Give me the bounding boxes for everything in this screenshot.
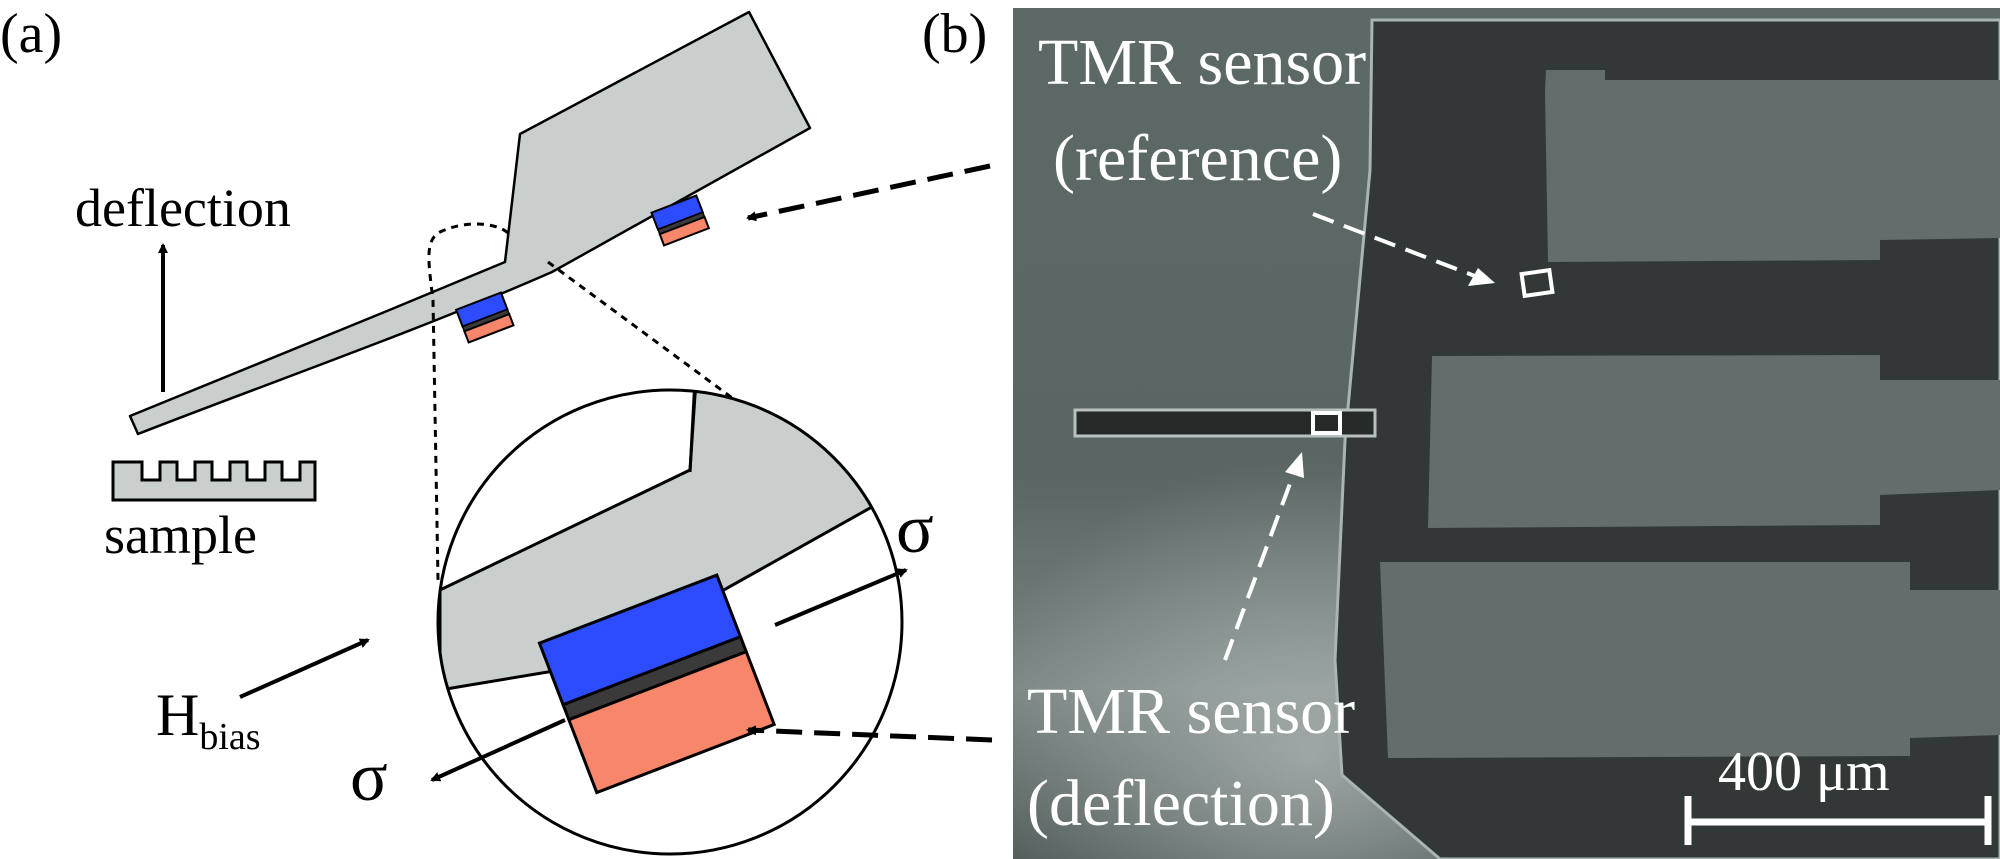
sample-label: sample: [104, 505, 257, 565]
panel-b: TMR sensor (reference) TMR sensor (defle…: [1013, 8, 2000, 859]
panel-b-label: (b): [922, 3, 987, 65]
hbias-arrow: [239, 638, 370, 699]
hbias-label: Hbias: [156, 682, 261, 758]
reference-layer: [658, 215, 711, 247]
reference-sensor-label-line1: TMR sensor: [1038, 26, 1366, 99]
cantilever: [128, 10, 812, 436]
deflection-sensor-label-line2: (deflection): [1027, 767, 1335, 840]
sample: [111, 460, 317, 502]
scale-bar-label: 400 μm: [1718, 741, 1890, 803]
deflection-sensor-marker: [1311, 411, 1342, 435]
electrode-lower: [1380, 562, 2000, 758]
inset-circle-outline: [436, 388, 904, 856]
hbias-sub: bias: [199, 716, 260, 758]
reference-sensor-marker: [1519, 267, 1555, 299]
deflection-pointer-head: [1285, 452, 1304, 478]
tmr-stack-reference: [650, 194, 711, 247]
reference-layer: [463, 312, 515, 344]
panel-a: (a) deflection sample: [0, 3, 993, 856]
reference-pointer-head: [1468, 268, 1495, 286]
stress-arrow-upper: [774, 568, 908, 627]
panel-a-label: (a): [0, 3, 62, 65]
reference-sensor-label-line2: (reference): [1053, 122, 1342, 195]
scale-bar: [1684, 796, 1992, 845]
pointer-arrow-deflection: [746, 725, 993, 743]
deflection-pointer: [1223, 469, 1297, 661]
deflection-sensor-label-line1: TMR sensor: [1027, 675, 1355, 748]
stress-arrow-lower: [430, 718, 566, 782]
inset-reference-layer: [566, 649, 777, 795]
tmr-stack-deflection: [454, 291, 515, 344]
electrode-middle: [1428, 355, 2000, 528]
reference-pointer: [1312, 212, 1481, 280]
zoom-guide-line: [547, 260, 736, 402]
sigma-upper: σ: [896, 491, 934, 568]
deflection-label: deflection: [75, 178, 291, 238]
inset-tmr-stack: [537, 573, 777, 795]
sigma-lower: σ: [350, 739, 388, 816]
zoom-region-outline: [427, 222, 510, 581]
magnified-inset: [436, 388, 904, 856]
pointer-arrow-reference: [746, 163, 991, 222]
hbias-main: H: [156, 682, 199, 748]
electrode-upper: [1545, 70, 2000, 262]
